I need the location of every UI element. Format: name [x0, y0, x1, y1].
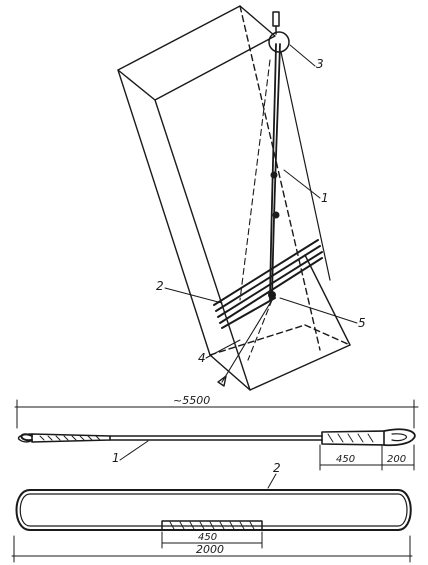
leader-4: [205, 339, 241, 359]
callouts-top: [164, 44, 358, 359]
hook: [268, 11, 290, 53]
left-eye-loop: [17, 433, 33, 443]
choker-strand-lower: [221, 297, 276, 329]
inclined-element: [117, 5, 351, 391]
sling-1-dimension: [14, 399, 419, 471]
dim-overall-value: ~5500: [173, 394, 210, 407]
callout-4: 4: [198, 351, 206, 365]
callout-1-top: 1: [321, 191, 329, 205]
sling-2-dimension: [11, 531, 413, 563]
sling-1: [17, 428, 416, 447]
choker-strand-2: [215, 245, 321, 312]
right-splice-hatch: [327, 433, 374, 443]
callout-1-bottom: 1: [112, 451, 120, 465]
right-eye-inner: [391, 433, 408, 442]
callout-5: 5: [358, 316, 366, 330]
choker-strand-3: [217, 251, 323, 318]
loop-inner: [19, 493, 408, 527]
element-edge-front: [154, 99, 251, 391]
left-eye: [20, 433, 33, 442]
left-splice-hatch: [39, 435, 101, 441]
loop-splice: [161, 520, 263, 531]
sling-leg-right: [280, 51, 331, 281]
dim-loop-length-value: 2000: [196, 543, 224, 556]
callout-2-top: 2: [156, 279, 164, 293]
lifting-slings: [221, 43, 331, 383]
callout-3: 3: [316, 57, 324, 71]
sling-leg-main: [269, 43, 277, 301]
leader-2-top: [164, 287, 223, 304]
right-eye: [383, 428, 416, 447]
loop-outer: [15, 489, 412, 531]
callout-2-bottom: 2: [273, 461, 281, 475]
loop-splice-hatch: [169, 521, 255, 530]
element-bottom-face: [209, 344, 351, 391]
choker-wrap: [213, 171, 323, 329]
leader-1-top: [283, 169, 321, 199]
choker-strand-1: [213, 239, 319, 306]
dim-loop-splice-value: 450: [198, 532, 217, 543]
dim-splice-value: 450: [336, 454, 355, 465]
sling-leg-secondary: [271, 43, 281, 301]
choker-node-mid: [270, 171, 278, 179]
leader-5: [279, 297, 358, 324]
element-hidden-edge-3: [304, 324, 351, 346]
element-top-face: [117, 5, 276, 101]
leader-2-bottom: [267, 473, 277, 489]
choker-strand-4: [219, 257, 323, 324]
leader-3: [289, 44, 316, 67]
element-hidden-edge-1: [239, 5, 321, 351]
element-hidden-edge-2: [209, 324, 306, 356]
element-edge-left: [117, 69, 211, 356]
sling-leg-hidden: [239, 59, 271, 301]
choker-node-upper: [272, 211, 280, 219]
choker-node: [268, 291, 276, 299]
hook-shank: [272, 11, 280, 27]
sling-2: [15, 489, 412, 531]
element-edge-right-lower: [304, 254, 351, 346]
leader-1-bottom: [119, 440, 149, 461]
sling-leg-down-left: [221, 299, 273, 383]
sling-leg-down-right: [247, 299, 273, 361]
guide-rope-tip: [217, 375, 227, 387]
right-splice: [321, 430, 385, 446]
dim-eye-value: 200: [387, 454, 406, 465]
